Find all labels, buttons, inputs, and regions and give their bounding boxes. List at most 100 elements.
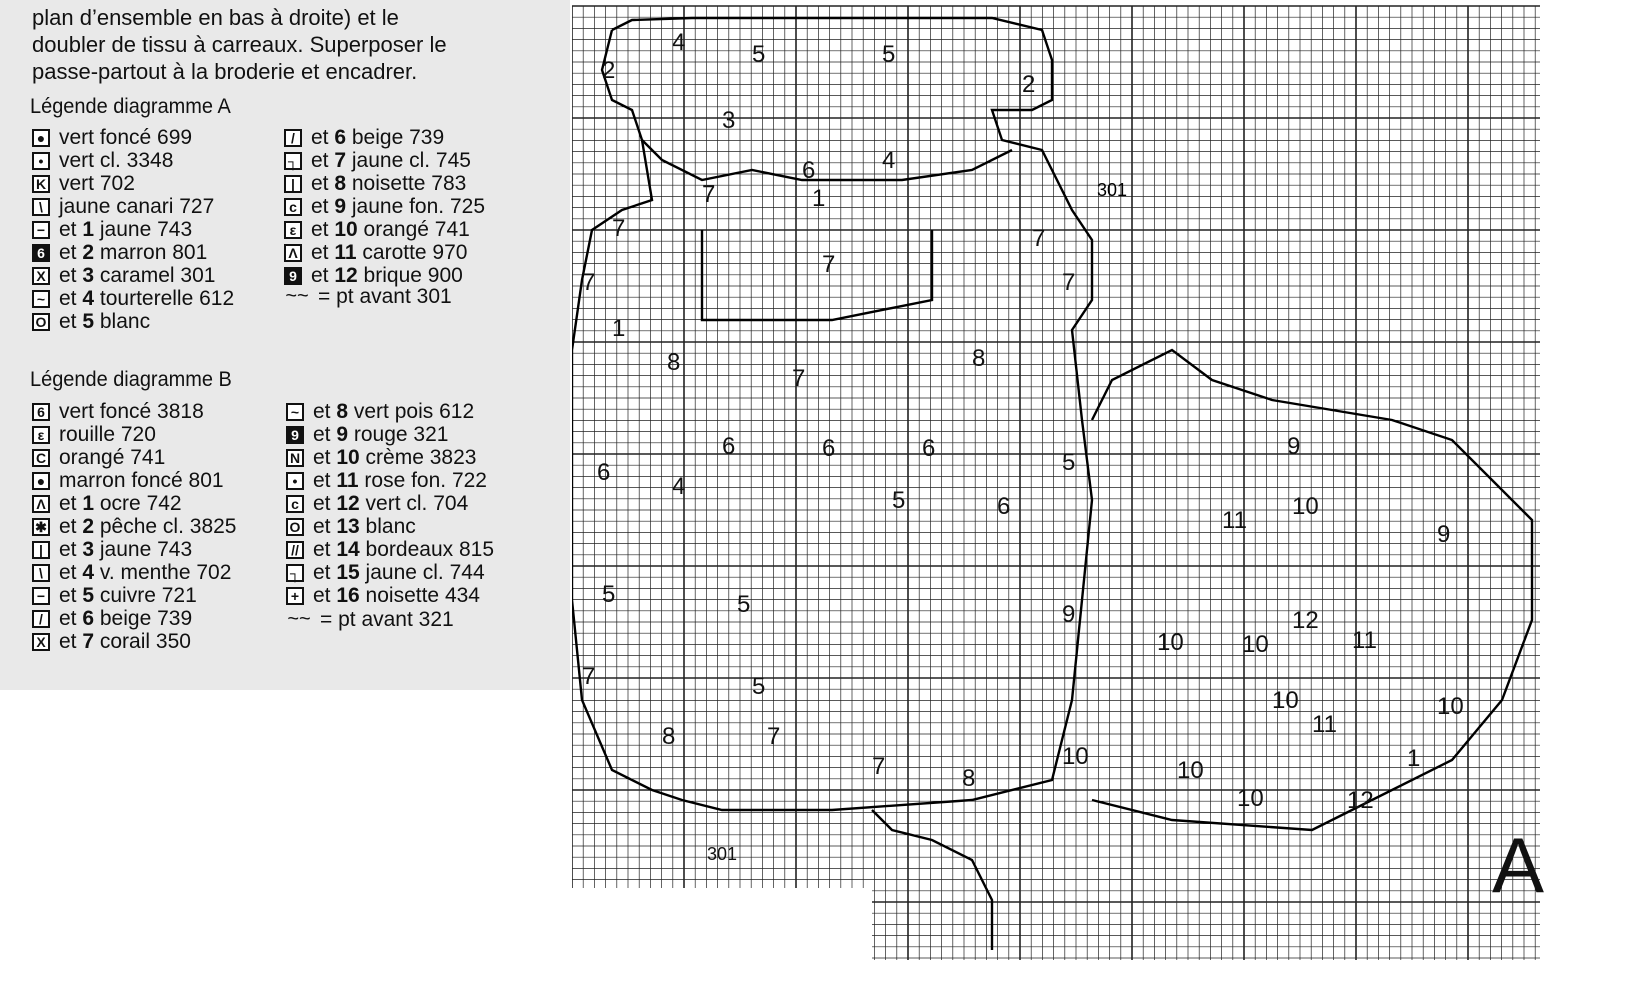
legend-symbol-icon: ┐ [284,151,302,170]
region-number: 301 [707,844,737,864]
legend-text: ocre 742 [94,491,182,515]
legend-number: 2 [82,514,95,538]
legend-label: et 7 corail 350 [59,630,191,654]
legend-row: \ jaune canari 727 [32,195,234,218]
legend-number: 1 [82,217,95,241]
region-number: 5 [1062,449,1075,476]
legend-label: et 4 tourterelle 612 [59,287,234,311]
legend-symbol-icon: \ [32,563,50,582]
legend-row: ┐et 15 jaune cl. 744 [286,561,494,584]
legend-prefix: et [313,422,337,446]
legend-text: pêche cl. 3825 [94,514,237,538]
legend-number: 5 [82,583,95,607]
region-number: 10 [1437,693,1464,720]
legend-row: 9 et 12 brique 900 [284,264,485,287]
region-number: 8 [972,345,985,372]
legend-row: | et 8 noisette 783 [284,172,485,195]
legend-number: 16 [336,583,360,607]
legend-label: et 8 noisette 783 [311,172,466,196]
region-number: 10 [1062,743,1089,770]
legend-label: jaune canari 727 [59,195,214,219]
legend-text: vert cl. 3348 [59,148,174,172]
region-number: 11 [1312,711,1337,738]
region-number: 4 [882,147,895,174]
legend-label: et 9 rouge 321 [313,423,448,447]
legend-label: et 12 vert cl. 704 [313,492,468,516]
legend-label: vert foncé 699 [59,126,192,150]
legend-number: 6 [334,125,347,149]
legend-text: v. menthe 702 [94,560,232,584]
legend-prefix: et [311,217,335,241]
region-number: 10 [1177,757,1204,784]
legend-row: −et 1 jaune 743 [32,218,234,241]
legend-number: 9 [336,422,349,446]
legend-symbol-icon: ● [32,128,50,147]
legend-b-title: Légende diagramme B [30,368,232,391]
legend-label: et 9 jaune fon. 725 [311,195,485,219]
legend-prefix: et [311,194,335,218]
legend-a-title: Légende diagramme A [30,95,231,118]
legend-text: vert foncé 3818 [59,399,204,423]
region-number: 10 [1157,629,1184,656]
legend-label: et 10 crème 3823 [313,446,476,470]
legend-label: et 16 noisette 434 [313,584,480,608]
legend-text: crème 3823 [359,445,477,469]
legend-number: 10 [336,445,360,469]
legend-label: et 12 brique 900 [311,264,463,288]
legend-row: ✱et 2 pêche cl. 3825 [32,515,236,538]
legend-row: ~et 8 vert pois 612 [286,400,494,423]
pot-rim-line [641,139,1013,182]
legend-row: •et 11 rose fon. 722 [286,469,494,492]
region-number: 7 [822,251,835,278]
legend-number: 1 [82,491,95,515]
intro-paragraph: plan d’ensemble en bas à droite) et le d… [32,4,562,85]
legend-prefix: et [311,125,335,149]
legend-text: noisette 783 [346,171,467,195]
region-number: 7 [1032,225,1045,252]
region-number: 6 [597,459,610,486]
legend-symbol-icon: − [32,220,50,239]
legend-row: ●marron foncé 801 [32,469,236,492]
legend-text: noisette 434 [359,583,480,607]
legend-number: 4 [82,286,95,310]
legend-number: 3 [82,537,95,561]
legend-a-backstitch: ~~ = pt avant 301 [282,284,452,308]
legend-number: 8 [334,171,347,195]
legend-symbol-icon: 9 [286,425,304,444]
legend-symbol-icon: • [286,471,304,490]
legend-label: orangé 741 [59,446,165,470]
backstitch-label: = pt avant 301 [318,284,452,308]
legend-prefix: et [59,629,83,653]
legend-row: •vert cl. 3348 [32,149,234,172]
backstitch-symbol: ~~ [285,285,309,307]
legend-text: jaune canari 727 [59,194,215,218]
legend-label: et 3 caramel 301 [59,264,215,288]
region-number: 5 [882,41,895,68]
legend-symbol-icon: N [286,448,304,467]
legend-number: 6 [82,606,95,630]
pot-outline [572,16,1094,812]
text-panel: plan d’ensemble en bas à droite) et le d… [0,0,570,690]
legend-prefix: et [59,583,83,607]
legend-symbol-icon: \ [32,197,50,216]
legend-symbol-icon: 6 [32,402,50,421]
legend-row: ● vert foncé 699 [32,126,234,149]
legend-label: et 4 v. menthe 702 [59,561,231,585]
legend-row: \ et 4 v. menthe 702 [32,561,236,584]
legend-text: caramel 301 [94,263,216,287]
legend-symbol-icon: 9 [284,266,302,285]
region-number: 10 [1272,687,1299,714]
legend-prefix: et [313,445,337,469]
legend-text: jaune 743 [94,217,193,241]
region-number: 12 [1292,607,1319,634]
legend-symbol-icon: | [284,174,302,193]
legend-symbol-icon: Λ [32,494,50,513]
legend-b-backstitch: ~~ = pt avant 321 [284,608,453,631]
